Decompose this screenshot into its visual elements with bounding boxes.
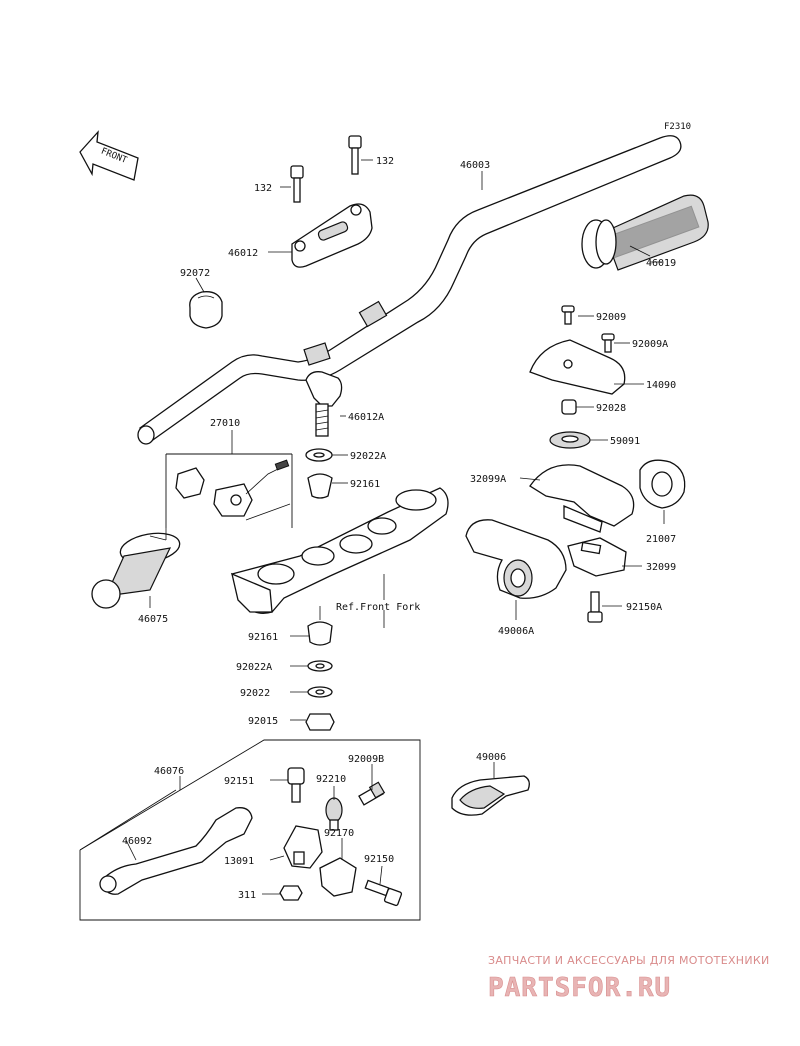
collar-92028 — [561, 399, 577, 415]
kill-switch — [175, 459, 291, 521]
switch-group-frame — [165, 453, 293, 528]
label-92022a-top: 92022A — [350, 451, 386, 462]
label-92009: 92009 — [596, 312, 626, 323]
reference-label: Ref.Front Fork — [336, 602, 420, 613]
label-92009b: 92009B — [348, 754, 384, 765]
label-46092: 46092 — [122, 836, 152, 847]
label-49006a: 49006A — [498, 626, 534, 637]
label-92150: 92150 — [364, 854, 394, 865]
label-132-left: 132 — [254, 183, 272, 194]
handlebar-clamp — [291, 203, 373, 268]
label-14090: 14090 — [646, 380, 676, 391]
adjuster-92210 — [325, 797, 343, 831]
label-92028: 92028 — [596, 403, 626, 414]
handlebar — [137, 135, 682, 445]
washer-92022a-top — [305, 448, 333, 462]
nut-92015 — [305, 713, 335, 731]
triple-clamp — [231, 487, 449, 614]
label-132-right: 132 — [376, 156, 394, 167]
rubber-92161-bottom — [307, 621, 333, 646]
watermark-logo: PARTSFOR.RU — [488, 973, 671, 1003]
lever-cover-49006 — [451, 775, 530, 816]
part-labels: 132 132 46003 46012 92072 46019 92009 92… — [122, 156, 676, 901]
throttle-housing-lower — [567, 537, 627, 577]
label-311: 311 — [238, 890, 256, 901]
label-92161-top: 92161 — [350, 479, 380, 490]
label-46012a: 46012A — [348, 412, 384, 423]
label-92072: 92072 — [180, 268, 210, 279]
handlebar-holder-46012a — [305, 371, 343, 437]
lever-bracket-49006a — [465, 519, 567, 599]
label-49006: 49006 — [476, 752, 506, 763]
screw-92009a — [601, 333, 615, 353]
label-92015: 92015 — [248, 716, 278, 727]
label-92022: 92022 — [240, 688, 270, 699]
label-32099: 32099 — [646, 562, 676, 573]
bolt-92151 — [287, 767, 305, 803]
label-92009a: 92009A — [632, 339, 668, 350]
label-46019: 46019 — [646, 258, 676, 269]
cable-guide-21007 — [639, 459, 686, 509]
seal-59091 — [549, 431, 591, 449]
label-13091: 13091 — [224, 856, 254, 867]
label-46076: 46076 — [154, 766, 184, 777]
bolt-132-right — [348, 135, 362, 175]
bolt-132-left — [290, 165, 304, 203]
adjuster-92009b — [358, 781, 386, 806]
clutch-lever — [99, 807, 253, 895]
label-32099a: 32099A — [470, 474, 506, 485]
label-46012: 46012 — [228, 248, 258, 259]
clip-92072 — [189, 291, 223, 329]
screw-92009 — [561, 305, 575, 325]
lever-holder-13091 — [283, 825, 323, 869]
washer-92022 — [307, 686, 333, 698]
leader-lines — [79, 159, 665, 895]
label-92161-bottom: 92161 — [248, 632, 278, 643]
label-59091: 59091 — [610, 436, 640, 447]
diagram-code: F2310 — [664, 122, 691, 132]
label-21007: 21007 — [646, 534, 676, 545]
label-46075: 46075 — [138, 614, 168, 625]
clutch-group-frame — [79, 739, 421, 921]
handlebar-knurl-left — [303, 342, 331, 366]
left-grip — [91, 532, 181, 609]
washer-92022a-bottom — [307, 660, 333, 672]
throttle-grip — [581, 194, 709, 271]
label-92210: 92210 — [316, 774, 346, 785]
bolt-92150 — [364, 879, 403, 907]
label-92170: 92170 — [324, 828, 354, 839]
rubber-92161-top — [307, 473, 333, 499]
holder-92170 — [319, 857, 357, 897]
watermark-tagline: ЗАПЧАСТИ И АКСЕССУАРЫ ДЛЯ МОТОТЕХНИКИ — [488, 954, 770, 967]
label-92022a-bottom: 92022A — [236, 662, 272, 673]
bolt-92150a — [587, 591, 603, 623]
watermark: ЗАПЧАСТИ И АКСЕССУАРЫ ДЛЯ МОТОТЕХНИКИ PA… — [488, 954, 770, 1003]
handlebar-knurl-right — [358, 300, 388, 328]
label-46003: 46003 — [460, 160, 490, 171]
throttle-housing-upper — [529, 464, 635, 533]
label-92151: 92151 — [224, 776, 254, 787]
nut-311 — [279, 885, 303, 901]
label-27010: 27010 — [210, 418, 240, 429]
front-arrow-icon: FRONT — [79, 130, 139, 181]
label-92150a: 92150A — [626, 602, 662, 613]
